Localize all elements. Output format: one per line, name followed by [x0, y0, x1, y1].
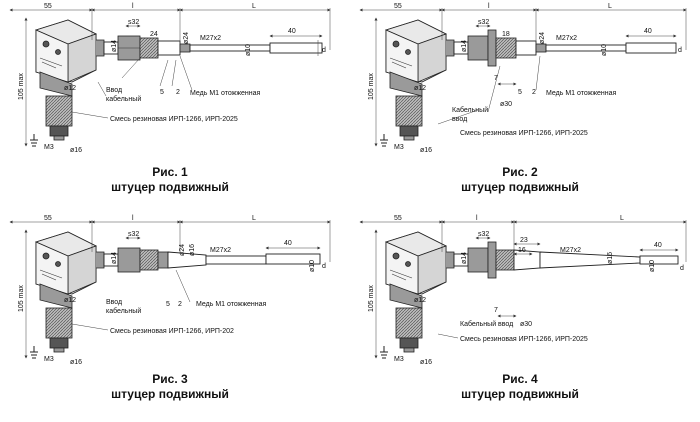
dim-L: L — [252, 3, 256, 10]
figure-1: 55 l L s32 ø14 24 ø24 M27x2 ø10 40 d 105… — [9, 3, 331, 154]
figure-4: 55 l L s32 ø14 23 16 M27x2 ø16 ø10 40 d … — [359, 215, 687, 366]
dim-d16: ø16 — [420, 147, 432, 154]
dim-2: 2 — [178, 301, 182, 308]
subtitle-fig-3: штуцер подвижный — [111, 387, 229, 401]
subtitle-fig-4: штуцер подвижный — [461, 387, 579, 401]
caption-fig-4: Рис. 4 — [502, 372, 538, 386]
dim-d30: ø30 — [520, 321, 532, 328]
dim-d12: ø12 — [64, 85, 76, 92]
label-rubber: Смесь резиновая ИРП-1266, ИРП-2025 — [110, 116, 238, 123]
label-entry-2: кабельный — [106, 307, 141, 315]
dim-d16: ø16 — [420, 359, 432, 366]
dim-d10: ø10 — [245, 44, 252, 56]
label-entry-2: ввод — [452, 116, 467, 123]
label-rubber: Смесь резиновая ИРП-1266, ИРП-2025 — [460, 130, 588, 137]
dim-40: 40 — [644, 28, 652, 35]
dim-m3: M3 — [44, 144, 54, 151]
dim-d16b: ø16 — [607, 252, 614, 264]
dim-40: 40 — [284, 240, 292, 247]
dim-d10: ø10 — [649, 260, 656, 272]
dim-5: 5 — [160, 89, 164, 96]
dim-d: d — [680, 265, 684, 272]
dim-105: 105 max — [368, 73, 375, 100]
dim-5: 5 — [166, 301, 170, 308]
dim-d24: ø24 — [179, 244, 186, 256]
label-entry-2: кабельный — [106, 95, 141, 103]
dim-40: 40 — [288, 28, 296, 35]
dim-7: 7 — [494, 307, 498, 314]
dim-d: d — [322, 47, 326, 54]
caption-fig-1: Рис. 1 — [152, 165, 188, 179]
dim-d: d — [678, 47, 682, 54]
dim-d16b: ø16 — [189, 244, 196, 256]
dim-55: 55 — [394, 3, 402, 10]
figure-3: 55 l L s32 ø14 ø24 ø16 M27x2 ø10 40 d 10… — [9, 215, 331, 366]
label-copper: Медь М1 отожженная — [546, 90, 617, 97]
dim-l: l — [132, 3, 134, 10]
dim-L: L — [608, 3, 612, 10]
dim-d14: ø14 — [461, 252, 468, 264]
dim-d30: ø30 — [500, 101, 512, 108]
label-entry-1: Ввод — [106, 87, 122, 94]
dim-d12: ø12 — [64, 297, 76, 304]
dim-16: 16 — [518, 247, 526, 254]
dim-7: 7 — [494, 75, 498, 82]
caption-fig-3: Рис. 3 — [152, 372, 188, 386]
subtitle-fig-1: штуцер подвижный — [111, 180, 229, 194]
dim-m27: M27x2 — [200, 35, 221, 42]
dim-55: 55 — [44, 3, 52, 10]
dim-d24: ø24 — [539, 32, 546, 44]
dim-l: l — [476, 215, 478, 222]
subtitle-fig-2: штуцер подвижный — [461, 180, 579, 194]
dim-d: d — [322, 263, 326, 270]
dim-d16: ø16 — [70, 147, 82, 154]
dim-m27: M27x2 — [210, 247, 231, 254]
label-entry-1: Кабельный — [452, 106, 488, 114]
dim-s32: s32 — [478, 231, 489, 238]
dim-18: 18 — [502, 31, 510, 38]
dim-m3: M3 — [394, 144, 404, 151]
dim-s32: s32 — [128, 231, 139, 238]
dim-105: 105 max — [18, 73, 25, 100]
dim-d14: ø14 — [111, 40, 118, 52]
dim-s32: s32 — [478, 19, 489, 26]
dim-L: L — [252, 215, 256, 222]
label-rubber: Смесь резиновая ИРП-1266, ИРП-2025 — [460, 336, 588, 343]
dim-L: L — [620, 215, 624, 222]
dim-d16: ø16 — [70, 359, 82, 366]
dim-d12: ø12 — [414, 297, 426, 304]
dim-d12: ø12 — [414, 85, 426, 92]
dim-m3: M3 — [44, 356, 54, 363]
dim-m3: M3 — [394, 356, 404, 363]
dim-105: 105 max — [18, 285, 25, 312]
dim-d14: ø14 — [111, 252, 118, 264]
label-entry-1: Ввод — [106, 299, 122, 306]
dim-d24: ø24 — [183, 32, 190, 44]
dim-105: 105 max — [368, 285, 375, 312]
dim-55: 55 — [44, 215, 52, 222]
dim-s32: s32 — [128, 19, 139, 26]
dim-d14: ø14 — [461, 40, 468, 52]
label-entry: Кабельный ввод — [460, 320, 513, 328]
dim-5: 5 — [518, 89, 522, 96]
caption-fig-2: Рис. 2 — [502, 165, 538, 179]
dim-23: 23 — [520, 237, 528, 244]
dim-d10: ø10 — [601, 44, 608, 56]
dim-2: 2 — [532, 89, 536, 96]
label-copper: Медь М1 отожженная — [190, 90, 261, 97]
dim-2: 2 — [176, 89, 180, 96]
dim-m27: M27x2 — [556, 35, 577, 42]
dim-m27: M27x2 — [560, 247, 581, 254]
figure-2: 55 l L s32 ø14 18 ø24 M27x2 ø10 40 d 105… — [359, 3, 687, 154]
label-copper: Медь М1 отожженная — [196, 301, 267, 308]
dim-55: 55 — [394, 215, 402, 222]
dim-d10: ø10 — [309, 260, 316, 272]
dim-l: l — [488, 3, 490, 10]
dim-24: 24 — [150, 31, 158, 38]
dim-l: l — [132, 215, 134, 222]
dim-40: 40 — [654, 242, 662, 249]
label-rubber: Смесь резиновая ИРП-1266, ИРП-202 — [110, 328, 234, 335]
